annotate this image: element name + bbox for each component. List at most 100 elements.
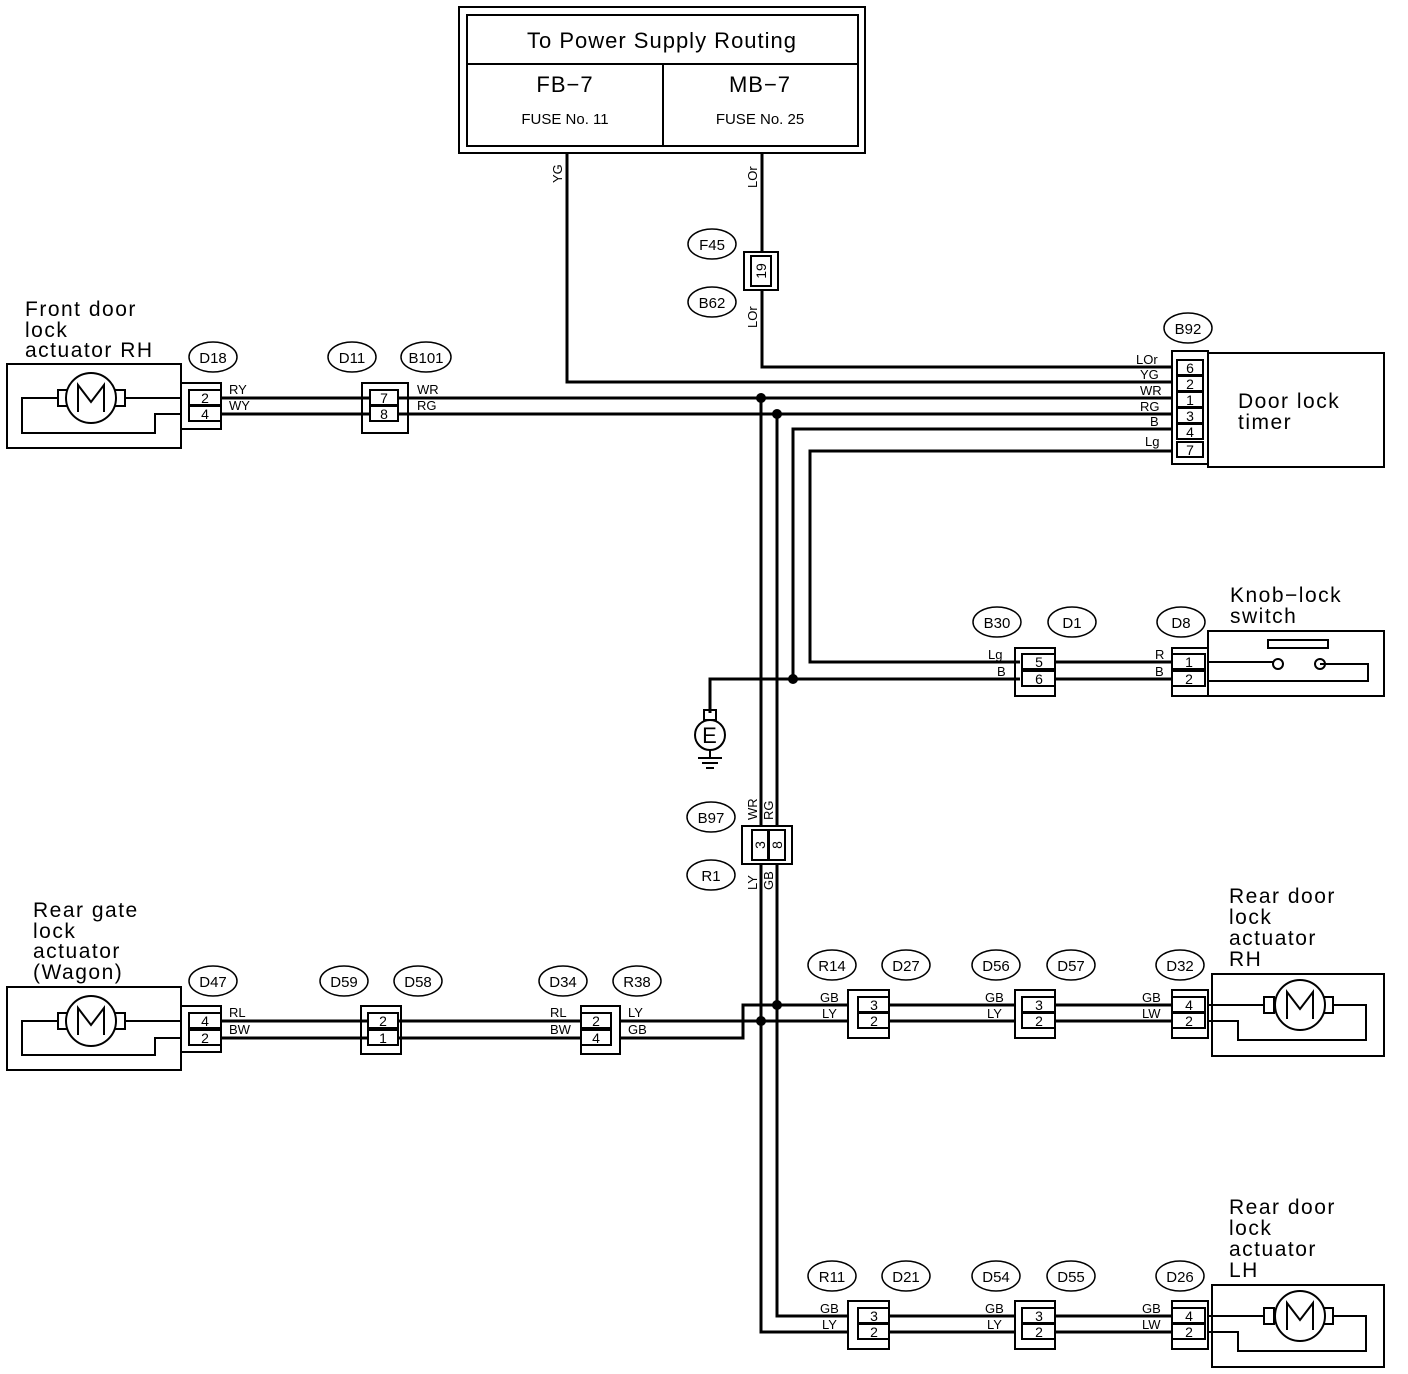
connector-r14: 3 2 — [847, 989, 890, 1039]
wire-labels: YG LOr LOr LOr YG WR RG B Lg RY WY WR RG… — [229, 164, 1164, 1332]
connector-id-d57: D57 — [1046, 949, 1096, 981]
connector-id-r14: R14 — [807, 949, 857, 981]
wire-label: RL — [550, 1005, 567, 1020]
svg-text:D57: D57 — [1057, 958, 1085, 975]
wire-label: RY — [229, 382, 247, 397]
pin-number: 7 — [1186, 442, 1194, 458]
pin-number: 2 — [201, 390, 209, 406]
pin-number: 2 — [1185, 1324, 1193, 1340]
connector-id-b101: B101 — [400, 341, 452, 373]
connector-d26: 4 2 — [1171, 1300, 1209, 1350]
svg-text:D54: D54 — [982, 1269, 1010, 1286]
connector-id-d8: D8 — [1156, 606, 1206, 638]
svg-text:D26: D26 — [1166, 1269, 1194, 1286]
fuse-box-right: MB−7 — [729, 72, 791, 97]
connector-id-d1: D1 — [1047, 606, 1097, 638]
wire-label: GB — [820, 1301, 839, 1316]
door-lock-timer: Door lock timer — [1207, 352, 1385, 468]
component-label: actuator — [1229, 927, 1317, 950]
svg-text:B92: B92 — [1175, 321, 1202, 338]
component-label: Rear gate — [33, 899, 139, 922]
wire-label: WY — [229, 398, 250, 413]
connector-d47: 4 2 — [180, 1005, 222, 1053]
connector-id-d11: D11 — [327, 341, 377, 373]
wire-label: BW — [229, 1022, 251, 1037]
pin-number: 3 — [870, 1308, 878, 1324]
pin-number: 2 — [1035, 1013, 1043, 1029]
connector-d8: 1 2 — [1171, 647, 1209, 697]
component-label: Knob−lock — [1230, 584, 1342, 607]
wire-label: GB — [761, 871, 776, 890]
rear-gate-lock-actuator: Rear gate lock actuator (Wagon) — [6, 899, 182, 1071]
wire-label: LY — [745, 875, 760, 890]
svg-text:F45: F45 — [699, 237, 725, 254]
door-lock-timer-label: timer — [1238, 411, 1292, 434]
svg-text:R14: R14 — [818, 958, 846, 975]
connector-d1: 5 6 — [1014, 647, 1056, 697]
connector-d59: 2 1 — [360, 1005, 402, 1055]
svg-text:D56: D56 — [982, 958, 1010, 975]
component-label: LH — [1229, 1259, 1259, 1282]
connector-id-d55: D55 — [1046, 1260, 1096, 1292]
pin-number: 3 — [1186, 408, 1194, 424]
component-label: actuator — [1229, 1238, 1317, 1261]
door-lock-timer-label: Door lock — [1238, 390, 1340, 413]
svg-text:R38: R38 — [623, 974, 651, 991]
pin-number: 8 — [769, 841, 785, 849]
pin-number: 5 — [1035, 654, 1043, 670]
svg-text:D55: D55 — [1057, 1269, 1085, 1286]
pin-number: 4 — [592, 1030, 600, 1046]
connector-id-d59: D59 — [319, 965, 369, 997]
connector-b97: 3 8 — [741, 825, 793, 865]
front-door-lock-actuator-rh: Front door lock actuator RH — [6, 298, 182, 449]
pin-number: 2 — [870, 1324, 878, 1340]
wire-label: Lg — [1145, 434, 1159, 449]
pin-number: 6 — [1186, 360, 1194, 376]
connector-id-d26: D26 — [1155, 1260, 1205, 1292]
svg-text:D59: D59 — [330, 974, 358, 991]
pin-number: 3 — [1035, 997, 1043, 1013]
connector-id-d54: D54 — [971, 1260, 1021, 1292]
wire-label: WR — [417, 382, 439, 397]
component-label: actuator — [33, 940, 121, 963]
connector-id-d18: D18 — [188, 341, 238, 373]
wire-label: GB — [985, 990, 1004, 1005]
component-label: Rear door — [1229, 885, 1336, 908]
connector-id-d27: D27 — [881, 949, 931, 981]
pin-number: 7 — [380, 390, 388, 406]
connector-d56: 3 2 — [1014, 989, 1056, 1039]
wire-label: LY — [628, 1005, 643, 1020]
svg-text:R1: R1 — [701, 868, 720, 885]
pin-number: 3 — [752, 841, 768, 849]
wire-label: LOr — [745, 306, 760, 328]
connector-f45: 19 — [743, 251, 779, 291]
fuse-number-left: FUSE No. 11 — [521, 111, 608, 128]
pin-number: 2 — [1185, 1013, 1193, 1029]
rear-door-lock-actuator-lh: Rear door lock actuator LH — [1208, 1196, 1385, 1368]
pin-number: 8 — [380, 406, 388, 422]
connector-d54: 3 2 — [1014, 1300, 1056, 1350]
svg-text:D34: D34 — [549, 974, 577, 991]
pin-number: 2 — [592, 1013, 600, 1029]
svg-text:R11: R11 — [819, 1269, 845, 1286]
pin-number: 4 — [201, 1013, 209, 1029]
wire-label: LW — [1142, 1317, 1161, 1332]
pin-number: 2 — [1185, 671, 1193, 687]
component-label: lock — [1229, 1217, 1272, 1240]
pin-number: 4 — [201, 406, 209, 422]
wire-label: Lg — [988, 647, 1002, 662]
wire-label: B — [1155, 664, 1164, 679]
wire-label: LY — [987, 1006, 1002, 1021]
wire-label: WR — [1140, 383, 1162, 398]
ground-e: E — [694, 709, 726, 769]
svg-text:D27: D27 — [892, 958, 920, 975]
wire-label: LOr — [1136, 352, 1158, 367]
wire-label: LOr — [745, 166, 760, 188]
wire-label: LY — [987, 1317, 1002, 1332]
svg-text:B62: B62 — [699, 295, 726, 312]
svg-text:B30: B30 — [984, 615, 1011, 632]
pin-number: 6 — [1035, 671, 1043, 687]
connector-id-b62: B62 — [687, 286, 737, 318]
wire-label: YG — [550, 164, 565, 183]
